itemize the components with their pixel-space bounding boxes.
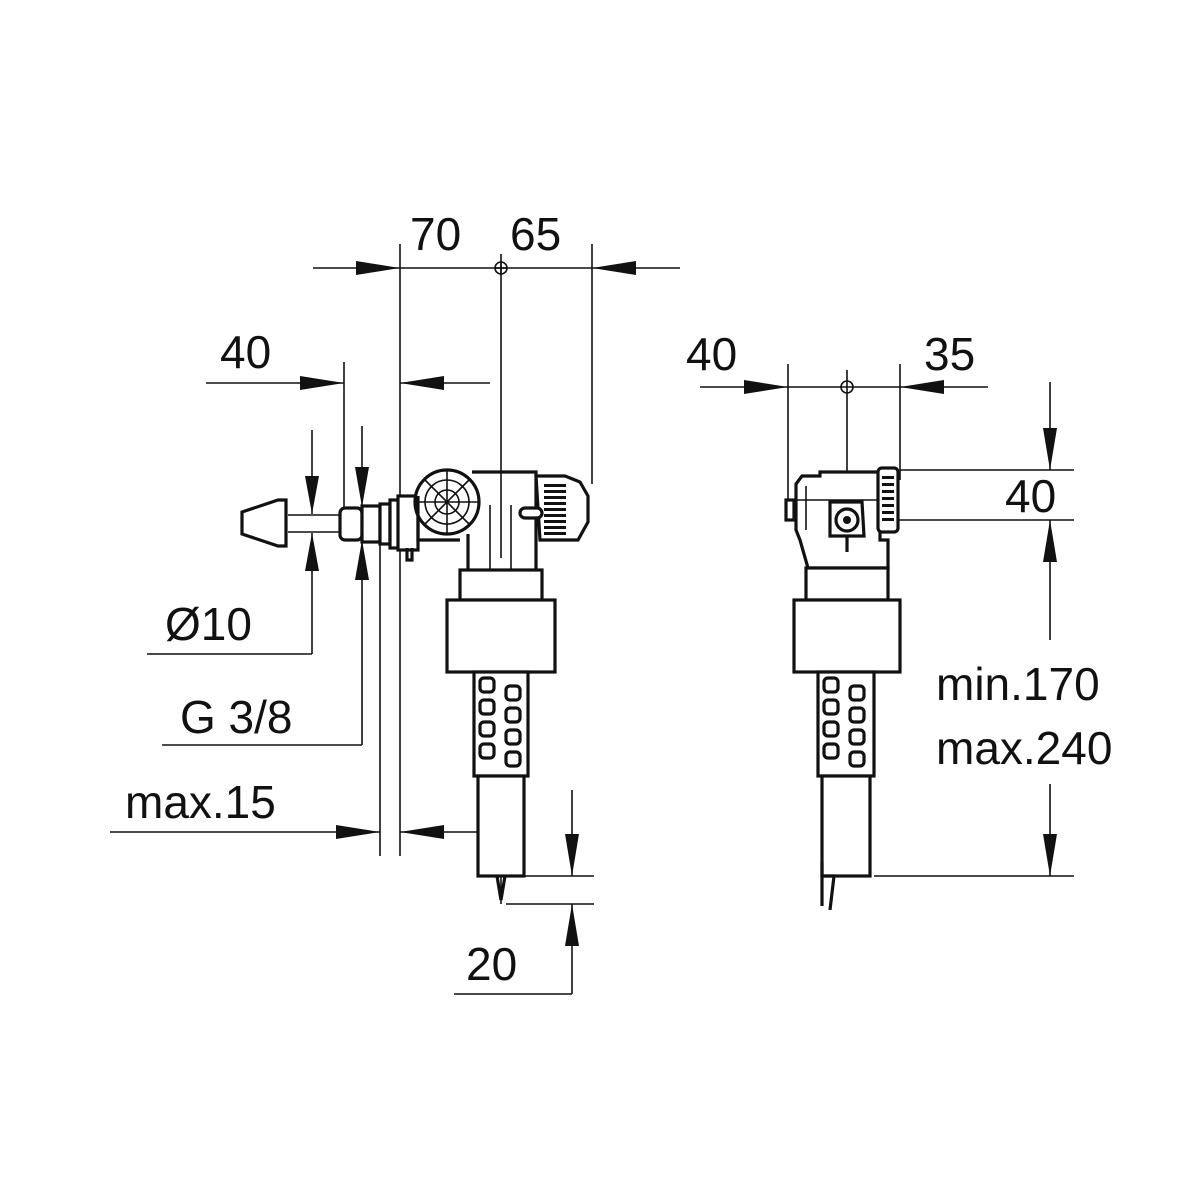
dim-label-diameter-10: Ø10 xyxy=(165,598,252,650)
dim-thread-g38: G 3/8 xyxy=(162,426,381,856)
dim-label-max-15: max.15 xyxy=(125,776,276,828)
dim-label-max-240: max.240 xyxy=(936,722,1112,774)
dim-label-65: 65 xyxy=(510,208,561,260)
valve-body-front xyxy=(240,468,590,904)
hose-cap xyxy=(240,498,288,548)
side-spring-pattern xyxy=(822,676,866,768)
dim-20-tip: 20 xyxy=(454,790,594,995)
dim-70-65: 70 65 xyxy=(313,208,680,856)
valve-body-side xyxy=(784,466,902,911)
dim-label-40-front: 40 xyxy=(220,326,271,378)
dim-40-35: 40 35 xyxy=(686,328,988,520)
side-knob-ribs xyxy=(882,476,894,521)
dim-diameter-10: Ø10 xyxy=(147,430,319,655)
spring-pattern xyxy=(478,676,522,768)
dim-max-15: max.15 xyxy=(110,776,488,839)
dim-label-70: 70 xyxy=(410,208,461,260)
dim-label-35: 35 xyxy=(924,328,975,380)
front-view: 70 65 40 Ø10 G 3/8 xyxy=(110,208,680,995)
dim-label-40-head: 40 xyxy=(1005,470,1056,522)
dim-label-20: 20 xyxy=(466,938,517,990)
dim-label-g38: G 3/8 xyxy=(180,691,293,743)
dim-height-range: min.170 max.240 xyxy=(874,658,1112,877)
knob-ribs xyxy=(544,484,566,535)
dim-label-40-side: 40 xyxy=(686,328,737,380)
dim-label-min-170: min.170 xyxy=(936,658,1100,710)
side-view: 40 35 40 min.170 max.240 xyxy=(686,328,1112,911)
dim-40-inlet: 40 xyxy=(206,326,490,520)
